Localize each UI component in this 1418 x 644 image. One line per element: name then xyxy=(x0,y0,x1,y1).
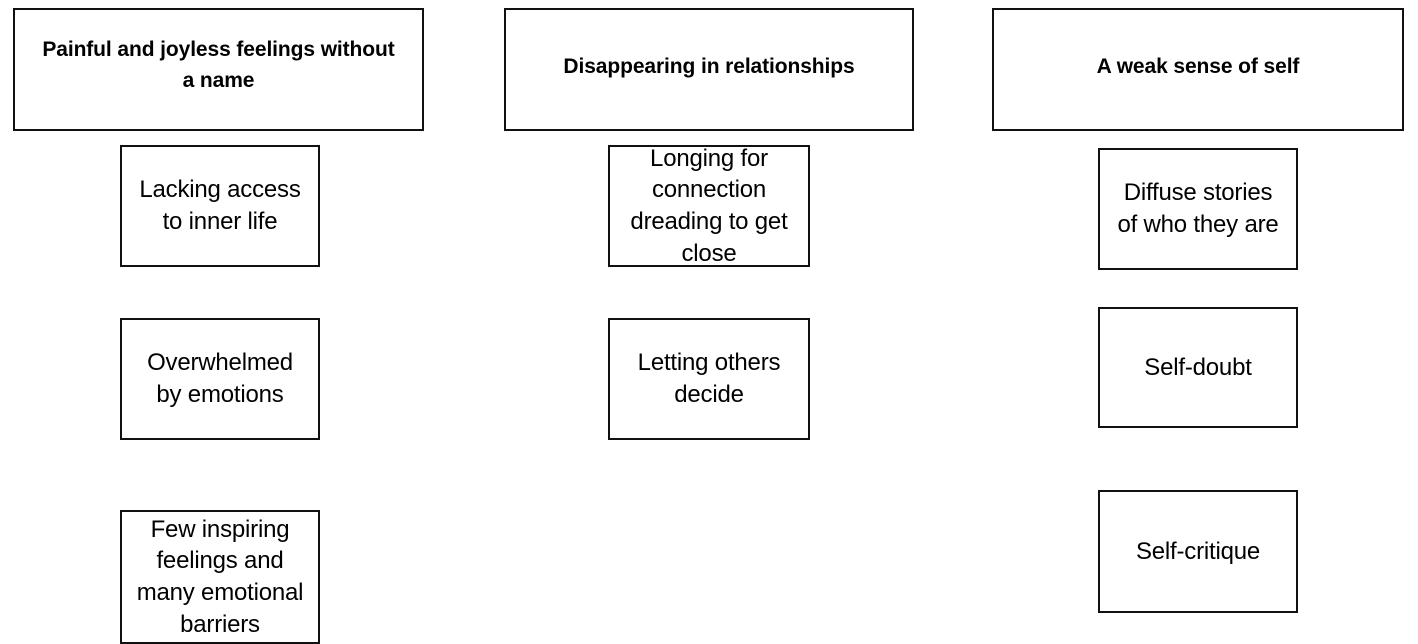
item-label-1-2: Overwhelmed by emotions xyxy=(147,349,293,408)
category-header-box-2: Disappearing in relationships xyxy=(504,8,914,131)
item-label-2-2: Letting others decide xyxy=(637,349,781,408)
item-label-1-3: Few inspiring feelings and many emotiona… xyxy=(136,515,304,638)
item-box-1-1: Lacking access to inner life xyxy=(120,145,320,267)
category-header-label-2: Disappearing in relationships xyxy=(563,55,855,79)
item-box-1-2: Overwhelmed by emotions xyxy=(120,318,320,440)
item-label-3-3: Self-critique xyxy=(1135,537,1261,565)
category-header-box-3: A weak sense of self xyxy=(992,8,1404,131)
item-box-2-2: Letting others decide xyxy=(608,318,810,440)
item-box-1-3: Few inspiring feelings and many emotiona… xyxy=(120,510,320,644)
item-box-3-3: Self-critique xyxy=(1098,490,1298,613)
item-box-3-1: Diffuse stories of who they are xyxy=(1098,148,1298,270)
item-label-2-1: Longing for connection dreading to get c… xyxy=(630,144,788,267)
category-header-box-1: Painful and joyless feelings without a n… xyxy=(13,8,424,131)
item-label-1-1: Lacking access to inner life xyxy=(139,176,301,235)
category-header-label-3: A weak sense of self xyxy=(1096,55,1300,79)
item-label-3-2: Self-doubt xyxy=(1144,353,1252,381)
category-header-label-1: Painful and joyless feelings without a n… xyxy=(42,38,395,92)
item-box-2-1: Longing for connection dreading to get c… xyxy=(608,145,810,267)
item-box-3-2: Self-doubt xyxy=(1098,307,1298,428)
item-label-3-1: Diffuse stories of who they are xyxy=(1117,179,1279,238)
